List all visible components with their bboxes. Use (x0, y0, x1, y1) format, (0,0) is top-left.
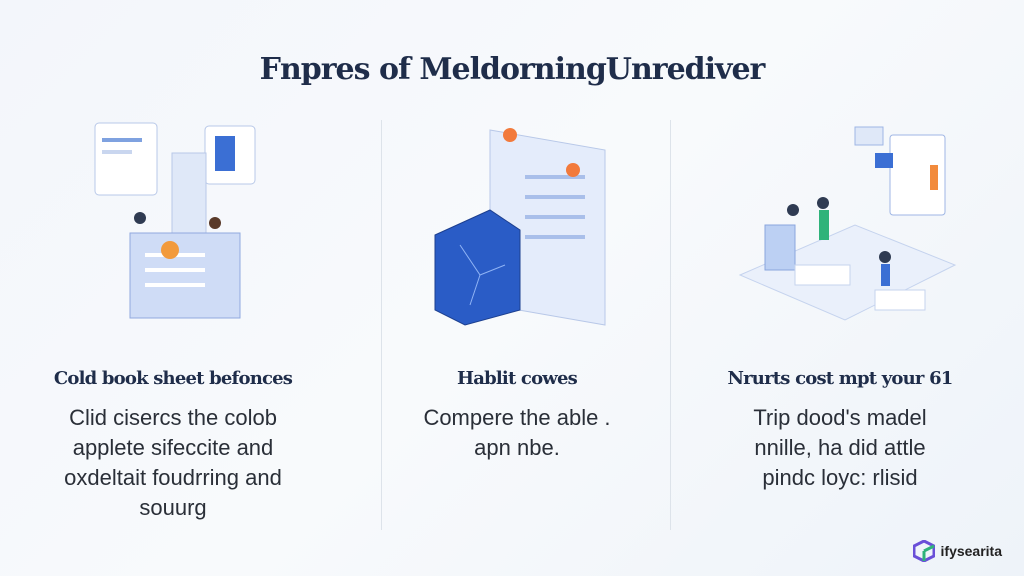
feature-column-1: Cold book sheet befonces Clid ciserсs th… (8, 368, 338, 523)
column-heading: Nrurts cost mpt your 61 (727, 368, 953, 389)
cube-logo-icon (912, 540, 935, 562)
divider (381, 120, 382, 530)
mentoring-illustration (94, 122, 256, 319)
column-heading: Hablit cowes (457, 368, 578, 389)
feature-column-3: Nrurts cost mpt your 61 Trip dood's made… (675, 368, 1005, 493)
logo-text: ifysearita (940, 543, 1002, 559)
divider (670, 120, 671, 530)
column-body: Compere the able . apn nbe. (423, 405, 611, 460)
page-title: Fnpres of MeldorningUnrediver (259, 52, 766, 87)
column-heading: Cold book sheet befonces (53, 368, 293, 389)
brand-logo: ifysearita (912, 540, 1002, 562)
column-body: Trip dood's madel nnille, ha did attle p… (753, 405, 927, 490)
column-body: Clid ciserсs the colob applete sifeccite… (64, 405, 282, 520)
feature-column-2: Hablit cowes Compere the able . apn nbe. (352, 368, 682, 463)
book-illustration (434, 128, 606, 326)
collaboration-illustration (738, 126, 957, 321)
